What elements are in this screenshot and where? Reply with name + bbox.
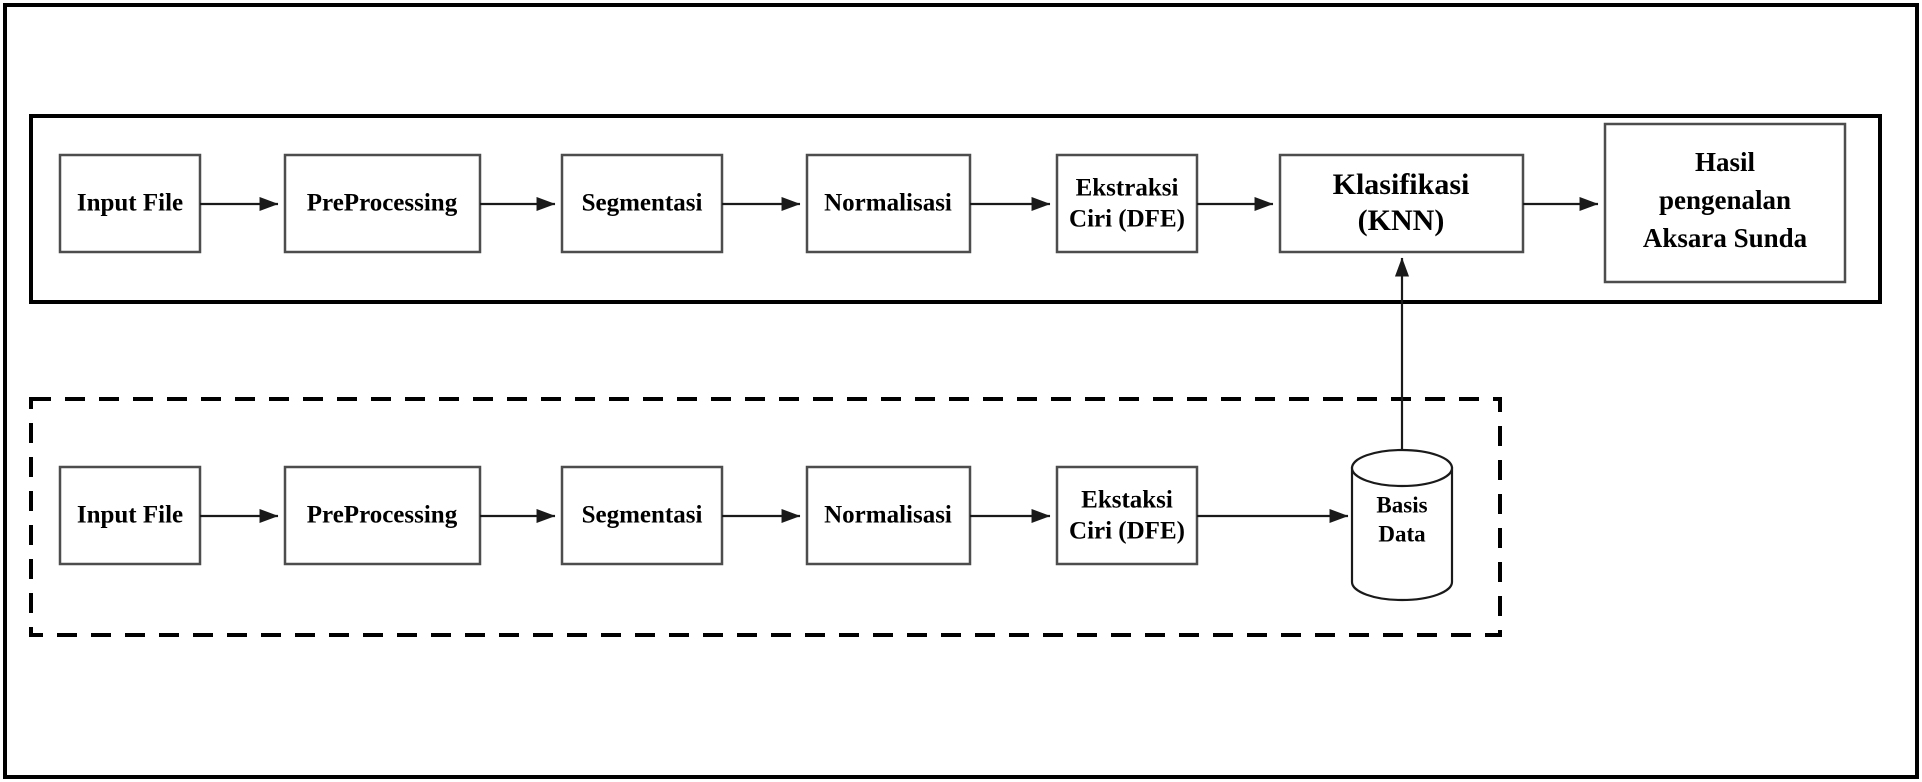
node-normalisasi-2: Normalisasi: [805, 465, 972, 566]
node-ekstraksi-ciri: Ekstraksi Ciri (DFE): [1055, 153, 1199, 254]
node-input-file-label: Input File: [77, 190, 183, 217]
node-hasil-label-line1: Hasil: [1695, 147, 1756, 177]
node-basis-data-label-line2: Data: [1378, 521, 1426, 546]
node-basis-data-label-line1: Basis: [1376, 492, 1427, 517]
node-klasifikasi-label-line2: (KNN): [1358, 204, 1445, 237]
node-ekstaksi-ciri-2: Ekstaksi Ciri (DFE): [1055, 465, 1199, 566]
node-ekstaksi-ciri-2-label-line1: Ekstaksi: [1081, 487, 1173, 514]
node-klasifikasi: Klasifikasi (KNN): [1278, 153, 1525, 254]
node-preprocessing-2: PreProcessing: [283, 465, 482, 566]
recognition-flow-container: [29, 114, 1882, 304]
node-basis-data: Basis Data: [1350, 448, 1454, 602]
node-hasil-label-line2: pengenalan: [1659, 185, 1791, 215]
node-preprocessing: PreProcessing: [283, 153, 482, 254]
node-preprocessing-label: PreProcessing: [307, 190, 458, 217]
node-segmentasi-2: Segmentasi: [560, 465, 724, 566]
node-normalisasi-2-label: Normalisasi: [824, 502, 952, 529]
cylinder-top: [1350, 448, 1454, 488]
node-hasil-label-line3: Aksara Sunda: [1643, 223, 1808, 253]
node-normalisasi: Normalisasi: [805, 153, 972, 254]
page-border: [3, 3, 1919, 779]
node-segmentasi: Segmentasi: [560, 153, 724, 254]
node-ekstraksi-ciri-label-line1: Ekstraksi: [1076, 175, 1179, 202]
node-segmentasi-label: Segmentasi: [582, 190, 703, 217]
node-ekstraksi-ciri-label-line2: Ciri (DFE): [1069, 206, 1185, 233]
node-normalisasi-label: Normalisasi: [824, 190, 952, 217]
node-hasil-pengenalan: Hasil pengenalan Aksara Sunda: [1603, 122, 1847, 284]
node-preprocessing-2-label: PreProcessing: [307, 502, 458, 529]
node-segmentasi-2-label: Segmentasi: [582, 502, 703, 529]
node-klasifikasi-label-line1: Klasifikasi: [1333, 168, 1470, 201]
node-ekstaksi-ciri-2-label-line2: Ciri (DFE): [1069, 518, 1185, 545]
node-input-file-2: Input File: [58, 465, 202, 566]
node-input-file: Input File: [58, 153, 202, 254]
node-input-file-2-label: Input File: [77, 502, 183, 529]
cylinder-body: [1350, 466, 1454, 602]
